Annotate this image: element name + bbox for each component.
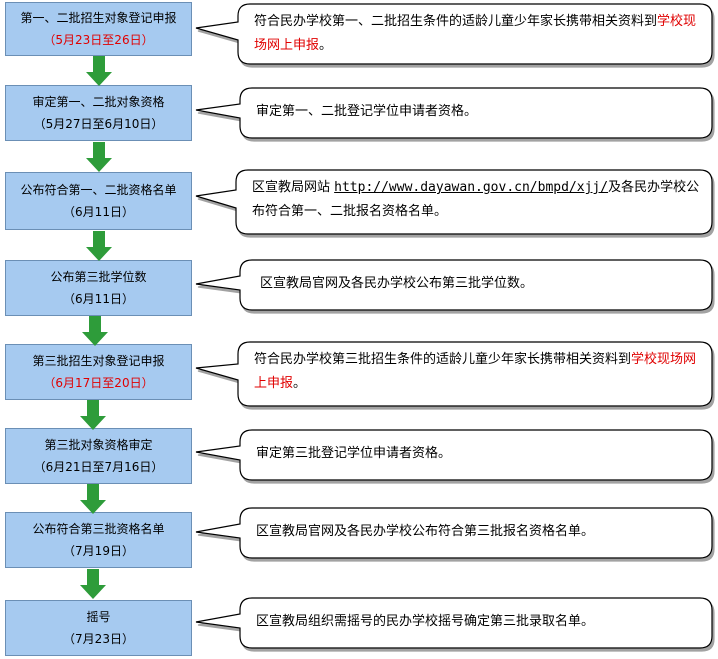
callout-text-7: 区宣教局官网及各民办学校公布符合第三批报名资格名单。 (256, 520, 702, 544)
step-box-5: 第三批招生对象登记申报 （6月17日至20日） (5, 344, 192, 400)
step-date: （7月19日） (63, 544, 134, 558)
step-date: （5月27日至6月10日） (33, 117, 164, 131)
callout-text-3: 区宣教局网站 http://www.dayawan.gov.cn/bmpd/xj… (252, 176, 702, 224)
callout-body: 区宣教局网站 (252, 180, 335, 195)
step-title: 审定第一、二批对象资格 (32, 95, 165, 109)
step-box-6: 第三批对象资格审定 （6月21日至7月16日） (5, 428, 192, 484)
callout-text-6: 审定第三批登记学位申请者资格。 (256, 442, 696, 466)
callout-text-1: 符合民办学校第一、二批招生条件的适龄儿童少年家长携带相关资料到学校现场网上申报。 (254, 10, 702, 58)
step-title: 第一、二批招生对象登记申报 (20, 11, 177, 25)
step-title: 公布符合第三批资格名单 (32, 522, 165, 536)
step-box-4: 公布第三批学位数 （6月11日） (5, 260, 192, 316)
callout-bubble-7 (195, 507, 713, 559)
step-box-2: 审定第一、二批对象资格 （5月27日至6月10日） (5, 85, 192, 141)
step-date: （5月23日至26日） (43, 33, 154, 47)
callout-body: 审定第一、二批登记学位申请者资格。 (256, 104, 478, 119)
down-arrow-icon (86, 142, 112, 172)
callout-text-2: 审定第一、二批登记学位申请者资格。 (256, 100, 696, 124)
step-title: 公布第三批学位数 (50, 270, 147, 284)
step-box-8: 摇号 （7月23日） (5, 600, 192, 656)
callout-body: 审定第三批登记学位申请者资格。 (256, 446, 452, 461)
down-arrow-icon (80, 569, 106, 599)
callout-body: 符合民办学校第一、二批招生条件的适龄儿童少年家长携带相关资料到 (254, 14, 658, 29)
callout-text-8: 区宣教局组织需摇号的民办学校摇号确定第三批录取名单。 (256, 610, 702, 634)
callout-bubble-4 (195, 259, 713, 311)
callout-highlight: 学校现场网上申报 (254, 14, 697, 53)
callout-tail: 及各民办学校公布符合第一、二批报名资格名单。 (252, 180, 700, 219)
callout-text-4: 区宣教局官网及各民办学校公布第三批学位数。 (260, 272, 700, 296)
callout-bubble-1 (195, 3, 713, 65)
step-title: 摇号 (86, 610, 111, 624)
callout-bubble-3 (195, 169, 713, 235)
step-date: （6月21日至7月16日） (33, 460, 164, 474)
callout-body: 符合民办学校第三批招生条件的适龄儿童少年家长携带相关资料到 (254, 352, 632, 367)
callout-bubble-2 (195, 87, 713, 139)
step-date: （6月11日） (63, 292, 134, 306)
step-box-7: 公布符合第三批资格名单 （7月19日） (5, 512, 192, 568)
callout-bubble-8 (195, 597, 713, 649)
callout-highlight: 学校现场网上申报 (254, 352, 697, 391)
step-title: 第三批招生对象登记申报 (32, 354, 165, 368)
callout-body: 区宣教局官网及各民办学校公布符合第三批报名资格名单。 (256, 524, 595, 539)
callout-tail: 。 (293, 376, 307, 391)
down-arrow-icon (86, 56, 112, 86)
callout-body: 区宣教局组织需摇号的民办学校摇号确定第三批录取名单。 (256, 614, 595, 629)
step-date: （6月11日） (63, 205, 134, 219)
step-title: 公布符合第一、二批资格名单 (20, 183, 177, 197)
callout-tail: 。 (319, 38, 333, 53)
callout-bubble-5 (195, 341, 713, 407)
down-arrow-icon (80, 484, 106, 514)
step-date: （7月23日） (63, 632, 134, 646)
callout-text-5: 符合民办学校第三批招生条件的适龄儿童少年家长携带相关资料到学校现场网上申报。 (254, 348, 702, 396)
down-arrow-icon (82, 316, 108, 346)
step-date: （6月17日至20日） (43, 376, 154, 390)
callout-body: 区宣教局官网及各民办学校公布第三批学位数。 (260, 276, 534, 291)
step-title: 第三批对象资格审定 (44, 438, 153, 452)
step-box-1: 第一、二批招生对象登记申报 （5月23日至26日） (5, 2, 192, 56)
step-box-3: 公布符合第一、二批资格名单 （6月11日） (5, 172, 192, 230)
callout-bubble-6 (195, 429, 713, 481)
bureau-website-link[interactable]: http://www.dayawan.gov.cn/bmpd/xjj/ (334, 180, 609, 195)
down-arrow-icon (86, 231, 112, 261)
down-arrow-icon (80, 400, 106, 430)
